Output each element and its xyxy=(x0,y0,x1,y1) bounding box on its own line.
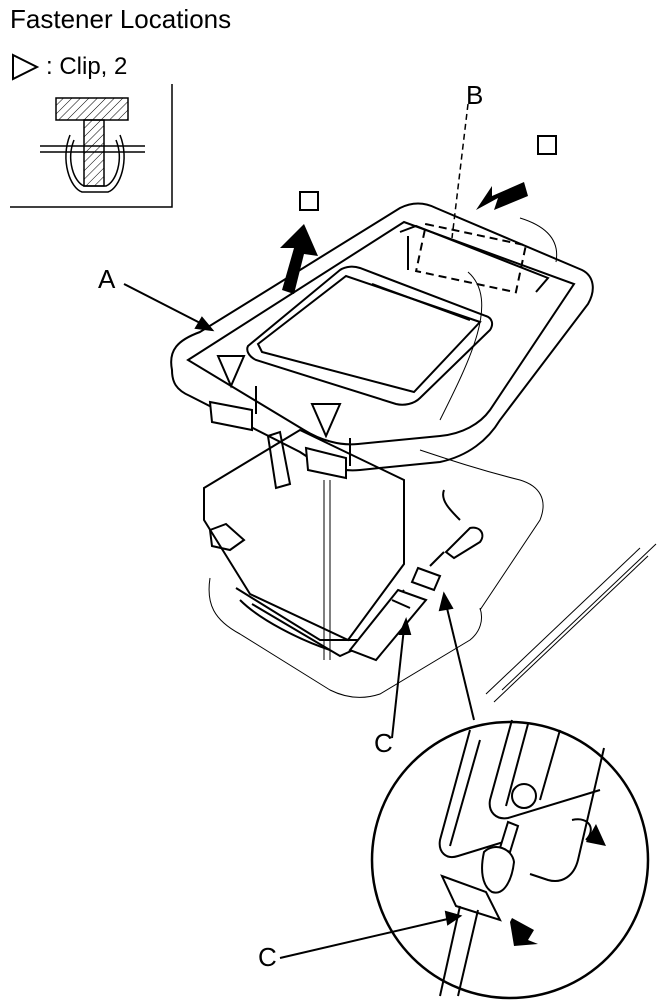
square-marker-left xyxy=(299,191,319,211)
rotate-arrow-icon xyxy=(586,824,606,846)
clip-tabs xyxy=(208,386,351,480)
background-console-outline xyxy=(208,217,657,703)
cable-c xyxy=(348,489,484,662)
legend: : Clip, 2 xyxy=(10,52,127,82)
lower-bracket xyxy=(203,428,405,658)
leader-arrows xyxy=(123,283,475,959)
cable-detail-circle xyxy=(370,720,650,1000)
callout-c-upper: C xyxy=(374,728,393,758)
console-panel-a xyxy=(170,202,594,472)
push-arrow-icon xyxy=(476,182,528,210)
callout-b: B xyxy=(466,80,484,110)
legend-text: : Clip, 2 xyxy=(46,53,128,80)
clip-marker-2-icon xyxy=(310,403,342,439)
clip-marker-1-icon xyxy=(216,355,246,389)
leader-b xyxy=(451,103,469,239)
pull-down-arrow-icon xyxy=(510,918,538,946)
clip-detail-box xyxy=(10,84,173,208)
pull-up-arrow-icon xyxy=(280,224,318,294)
detail-contents xyxy=(438,719,605,997)
page-title: Fastener Locations xyxy=(10,4,232,34)
square-marker-right xyxy=(537,135,557,155)
clip-area-b xyxy=(414,222,528,294)
callout-a: A xyxy=(98,264,116,294)
callout-c-lower: C xyxy=(258,942,277,972)
clip-triangle-icon xyxy=(12,53,40,81)
